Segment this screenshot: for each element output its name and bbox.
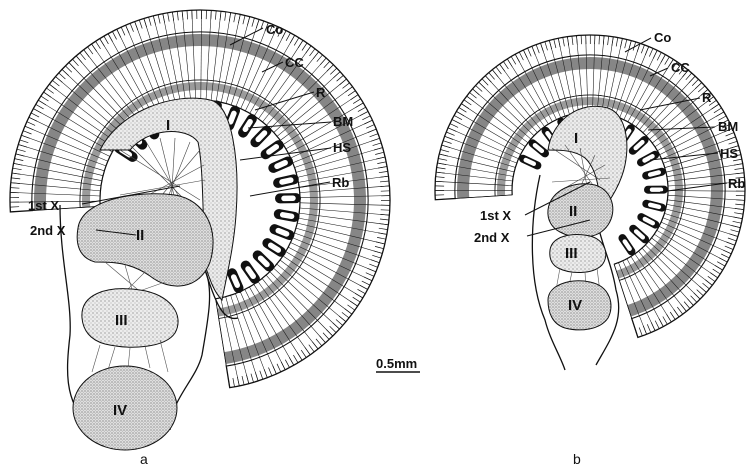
panel-b-lobula bbox=[550, 235, 606, 273]
panel-a-label-medulla: II bbox=[136, 227, 144, 244]
panel-a: Co CC R BM HS Rb 1st X 2nd X I II III IV… bbox=[10, 10, 390, 467]
panel-a-letter: a bbox=[140, 451, 148, 467]
panel-b-label-cc: CC bbox=[671, 60, 690, 75]
panel-b-label-1st-chiasm: 1st X bbox=[480, 208, 511, 223]
panel-b-label-r: R bbox=[702, 90, 712, 105]
panel-a-label-cc: CC bbox=[285, 55, 304, 70]
panel-a-label-2nd-chiasm: 2nd X bbox=[30, 223, 66, 238]
panel-b-label-bm: BM bbox=[718, 119, 738, 134]
panel-a-label-lamina: I bbox=[166, 117, 170, 134]
scale-bar-label: 0.5mm bbox=[376, 356, 417, 371]
panel-b-label-rb: Rb bbox=[728, 176, 745, 191]
panel-b-label-co: Co bbox=[654, 30, 671, 45]
panel-b-label-medulla: II bbox=[569, 203, 577, 220]
panel-a-ommatidial-layers bbox=[10, 10, 390, 388]
panel-a-lobula bbox=[82, 289, 178, 347]
panel-a-label-co: Co bbox=[266, 22, 283, 37]
panel-b-label-2nd-chiasm: 2nd X bbox=[474, 230, 510, 245]
panel-a-label-rb: Rb bbox=[332, 175, 349, 190]
panel-b-label-hs: HS bbox=[720, 146, 738, 161]
panel-a-label-r: R bbox=[316, 85, 326, 100]
panel-b: Co CC R BM HS Rb 1st X 2nd X I II III IV… bbox=[435, 30, 745, 467]
panel-b-letter: b bbox=[573, 451, 581, 467]
panel-a-label-bm: BM bbox=[333, 114, 353, 129]
scale-bar: 0.5mm bbox=[376, 356, 420, 372]
panel-b-label-lobula: III bbox=[565, 245, 578, 262]
panel-a-label-hs: HS bbox=[333, 140, 351, 155]
panel-a-label-lobula: III bbox=[115, 312, 128, 329]
panel-b-label-lamina: I bbox=[574, 130, 578, 147]
panel-a-label-ganglion-iv: IV bbox=[113, 402, 127, 419]
panel-b-label-ganglion-iv: IV bbox=[568, 297, 582, 314]
panel-b-medulla bbox=[548, 184, 613, 238]
panel-a-label-1st-chiasm: 1st X bbox=[28, 198, 59, 213]
